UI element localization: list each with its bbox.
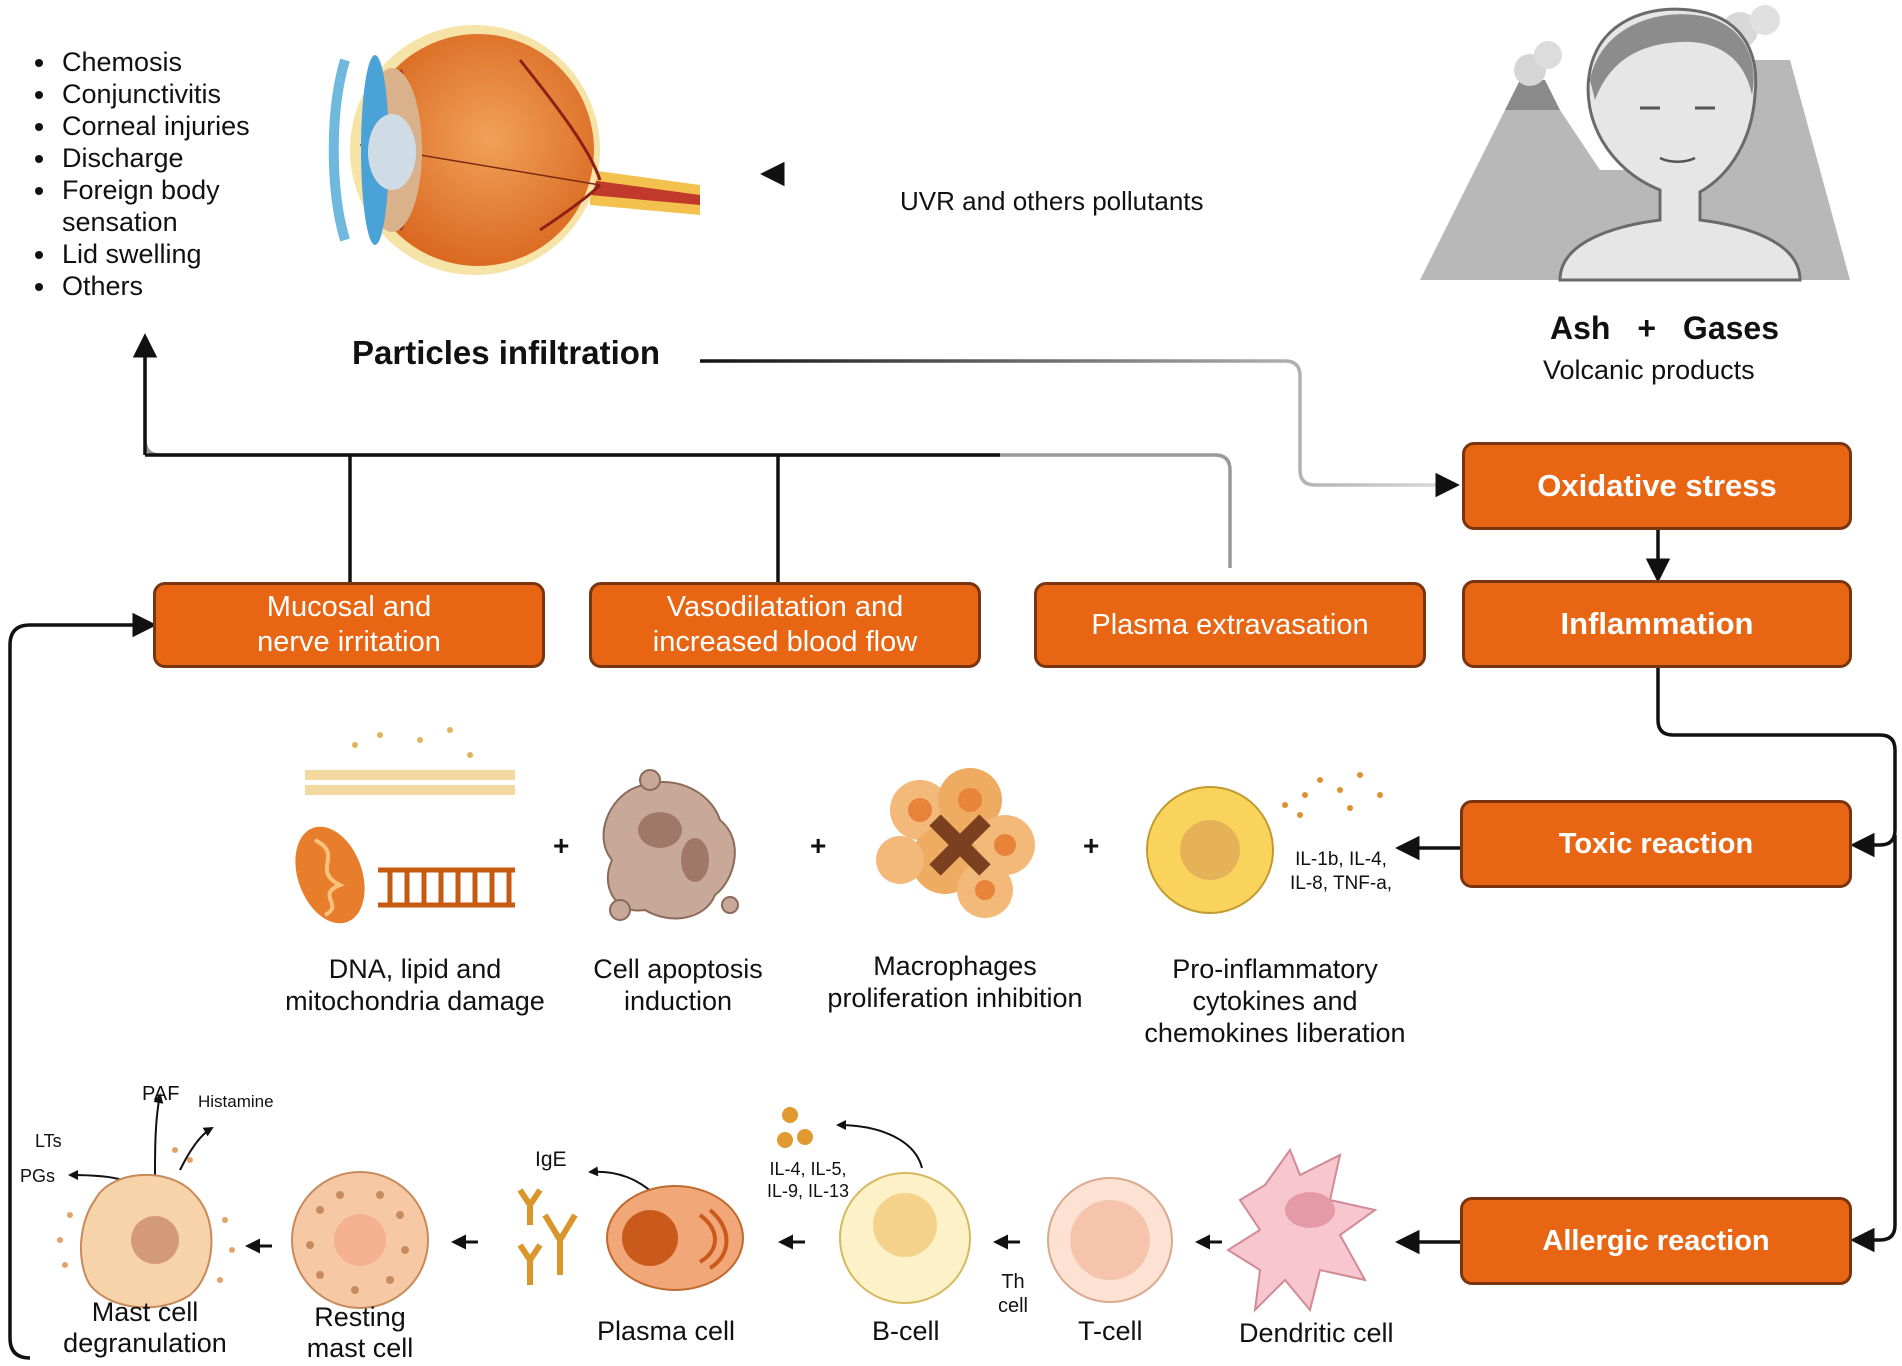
dendritic-cell-label: Dendritic cell: [1239, 1318, 1394, 1348]
cytokine-list: IL-1b, IL-4, IL-8, TNF-a,: [1290, 848, 1392, 896]
resting-line1: Resting: [314, 1302, 406, 1332]
th-cell-line2: cell: [997, 1295, 1028, 1317]
lts-label: LTs: [35, 1131, 62, 1151]
macrophages-icon: [876, 768, 1035, 918]
resting-mast-cell-label: Resting mast cell: [290, 1302, 430, 1364]
symptom-item: Conjunctivitis: [58, 78, 262, 110]
t-cell-label: T-cell: [1078, 1316, 1143, 1346]
cytokine-list-line1: IL-1b, IL-4,: [1295, 849, 1387, 870]
apoptosis-line1: Cell apoptosis: [593, 954, 763, 984]
dendritic-cell-icon: [1226, 1147, 1378, 1313]
toxic-reaction-label: Toxic reaction: [1558, 827, 1754, 860]
b-cell-icon: [777, 1107, 971, 1304]
apoptotic-cell-icon: [602, 769, 739, 921]
cytokine-releasing-cell-icon: [1146, 772, 1383, 914]
toxic-reaction-box: Toxic reaction: [1460, 800, 1852, 888]
apoptosis-line2: induction: [623, 986, 733, 1016]
b-cell-label: B-cell: [872, 1316, 940, 1346]
inflammation-label: Inflammation: [1560, 606, 1754, 642]
connector-lines: [8, 161, 1897, 1360]
ige-label: IgE: [535, 1148, 567, 1171]
degranulating-mast-cell-icon: [57, 1147, 235, 1309]
interleukins-line1: IL-4, IL-5,: [769, 1159, 847, 1179]
pgs-label: PGs: [20, 1166, 56, 1186]
interleukins-line2: IL-9, IL-13: [766, 1181, 850, 1201]
uvr-label: UVR and others pollutants: [900, 186, 1204, 216]
dna-damage-caption: DNA, lipid and mitochondria damage: [270, 953, 560, 1017]
cytokines-caption: Pro-inflammatory cytokines and chemokine…: [1130, 953, 1420, 1049]
ash-label: Ash: [1550, 310, 1611, 346]
small-chain-arrows: [68, 1093, 1222, 1254]
paf-label: PAF: [142, 1083, 180, 1105]
eye-caption: Particles infiltration: [352, 334, 661, 371]
degranulation-label: Mast cell degranulation: [55, 1297, 235, 1359]
symptom-item: Lid swelling: [58, 238, 262, 270]
resting-line2: mast cell: [306, 1333, 414, 1363]
symptom-item: Others: [58, 270, 262, 302]
resting-mast-cell-icon: [291, 1171, 429, 1309]
vasodilatation-label-line2: increased blood flow: [652, 626, 918, 658]
gases-label: Gases: [1682, 310, 1779, 346]
volcano-person-illustration: [1420, 5, 1850, 282]
th-cell-line1: Th: [1001, 1271, 1025, 1293]
cytokine-list-line2: IL-8, TNF-a,: [1290, 873, 1393, 894]
vasodilatation-label-line1: Vasodilatation and: [666, 591, 904, 624]
mucosal-label-line2: nerve irritation: [257, 626, 441, 658]
inflammation-box: Inflammation: [1462, 580, 1852, 668]
dna-ladder-icon: [378, 867, 515, 908]
mucosal-label-line1: Mucosal and: [266, 591, 432, 624]
ige-antibody-icon: [517, 1188, 578, 1285]
membrane-illustration: [305, 727, 515, 795]
plasma-extravasation-label: Plasma extravasation: [1091, 608, 1369, 641]
symptoms-list: Chemosis Conjunctivitis Corneal injuries…: [20, 46, 262, 302]
symptom-item: Foreign body sensation: [58, 174, 262, 238]
symptom-item: Corneal injuries: [58, 110, 262, 142]
oxidative-stress-box: Oxidative stress: [1462, 442, 1852, 530]
plus-sign: +: [1637, 310, 1657, 346]
vasodilatation-box: Vasodilatation and increased blood flow: [589, 582, 981, 668]
th-cell-label: Th cell: [993, 1270, 1033, 1318]
cytokines-line2: cytokines and: [1192, 986, 1358, 1016]
plasma-cell-label: Plasma cell: [597, 1316, 736, 1346]
apoptosis-caption: Cell apoptosis induction: [573, 953, 783, 1017]
macrophages-caption: Macrophages proliferation inhibition: [805, 950, 1105, 1014]
plasma-extravasation-box: Plasma extravasation: [1034, 582, 1426, 668]
volcanic-products-subtitle: Volcanic products: [1543, 355, 1755, 385]
dna-damage-line2: mitochondria damage: [285, 986, 545, 1016]
degranulation-line1: Mast cell: [91, 1297, 199, 1327]
macrophages-line1: Macrophages: [873, 951, 1037, 981]
allergic-reaction-label: Allergic reaction: [1542, 1224, 1770, 1257]
cytokines-line3: chemokines liberation: [1144, 1018, 1406, 1048]
plus-sign: +: [810, 830, 827, 861]
plus-sign: +: [1083, 830, 1100, 861]
dna-damage-line1: DNA, lipid and: [328, 954, 502, 984]
t-cell-icon: [1047, 1177, 1173, 1303]
cytokines-line1: Pro-inflammatory: [1172, 954, 1378, 984]
macrophages-line2: proliferation inhibition: [827, 983, 1083, 1013]
symptom-item: Discharge: [58, 142, 262, 174]
eye-illustration: [328, 25, 700, 275]
symptom-item: Chemosis: [58, 46, 262, 78]
mitochondria-icon: [295, 826, 365, 924]
plus-sign: +: [553, 830, 570, 861]
plasma-cell-icon: [606, 1185, 744, 1291]
volcanic-products-heading: Ash + Gases: [1550, 310, 1779, 347]
oxidative-stress-label: Oxidative stress: [1537, 468, 1777, 504]
allergic-reaction-box: Allergic reaction: [1460, 1197, 1852, 1285]
histamine-label: Histamine: [198, 1092, 274, 1111]
interleukins-label: IL-4, IL-5, IL-9, IL-13: [758, 1158, 858, 1202]
mucosal-irritation-box: Mucosal and nerve irritation: [153, 582, 545, 668]
degranulation-line2: degranulation: [63, 1328, 227, 1358]
